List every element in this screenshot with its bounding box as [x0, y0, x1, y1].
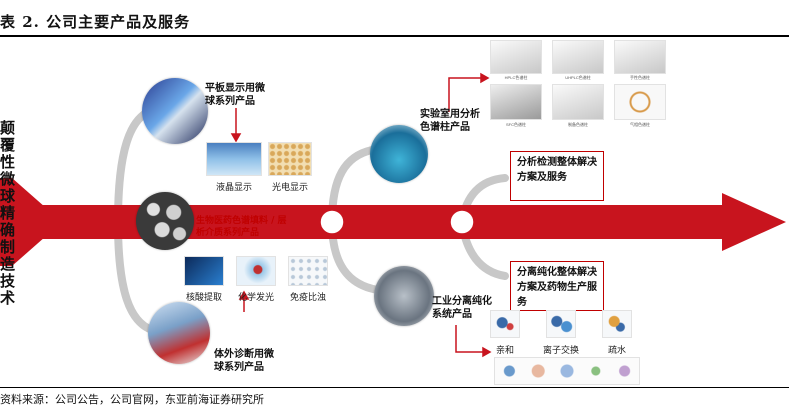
- purification-service-box: 分离纯化整体解决方案及药物生产服务: [510, 261, 604, 311]
- lcd-label: 液晶显示: [206, 180, 262, 193]
- node-2: [450, 210, 474, 234]
- ivd-photo: [148, 302, 210, 364]
- hydrophobic-thumbnail: [602, 310, 632, 338]
- source-note: 资料来源：公司公告，公司官网，东亚前海证券研究所: [0, 391, 264, 407]
- microsphere-photo: [136, 192, 194, 250]
- lcd-thumbnail: [206, 142, 262, 176]
- uhplc-column-thumbnail: [552, 40, 604, 74]
- nucleic-acid-thumbnail: [184, 256, 224, 286]
- bio-pharma-label: 生物医药色谱填料 / 层析介质系列产品: [196, 215, 292, 239]
- optoelectronic-label: 光电显示: [262, 180, 318, 193]
- affinity-label: 亲和: [482, 343, 528, 356]
- bottom-rule: [0, 387, 789, 388]
- hplc-column-caption: HPLC色谱柱: [490, 75, 542, 81]
- prep-column-thumbnail: [552, 84, 604, 120]
- gas-column-thumbnail: [614, 84, 666, 120]
- chiral-column-thumbnail: [614, 40, 666, 74]
- ion-exchange-thumbnail: [546, 310, 576, 338]
- flat-panel-photo: [142, 78, 208, 144]
- nucleic-acid-label: 核酸提取: [180, 290, 228, 303]
- gas-column-caption: 气相色谱柱: [614, 122, 666, 128]
- ion-exchange-label: 离子交换: [536, 343, 586, 356]
- immunoturbidimetry-thumbnail: [288, 256, 328, 286]
- hplc-column-thumbnail: [490, 40, 542, 74]
- chemiluminescence-thumbnail: [236, 256, 276, 286]
- chemiluminescence-label: 化学发光: [232, 290, 280, 303]
- immunoturbidimetry-label: 免疫比浊: [284, 290, 332, 303]
- hydrophobic-label: 疏水: [594, 343, 640, 356]
- node-1: [320, 210, 344, 234]
- prep-column-caption: 制备色谱柱: [552, 122, 604, 128]
- industrial-photo: [374, 266, 434, 326]
- uhplc-column-caption: UHPLC色谱柱: [552, 75, 604, 81]
- industrial-label: 工业分离纯化系统产品: [432, 295, 496, 321]
- sfc-column-caption: SFC色谱柱: [490, 122, 542, 128]
- media-strip-image: [494, 357, 640, 385]
- chiral-column-caption: 手性色谱柱: [614, 75, 666, 81]
- analysis-service-box: 分析检测整体解决方案及服务: [510, 151, 604, 201]
- flat-panel-label: 平板显示用微球系列产品: [205, 82, 267, 108]
- optoelectronic-thumbnail: [268, 142, 312, 176]
- affinity-thumbnail: [490, 310, 520, 338]
- ivd-label: 体外诊断用微球系列产品: [214, 348, 276, 374]
- sfc-column-thumbnail: [490, 84, 542, 120]
- lab-columns-label: 实验室用分析色谱柱产品: [420, 108, 484, 134]
- core-technology-title: 颠覆性微球精确制造技术: [0, 120, 16, 307]
